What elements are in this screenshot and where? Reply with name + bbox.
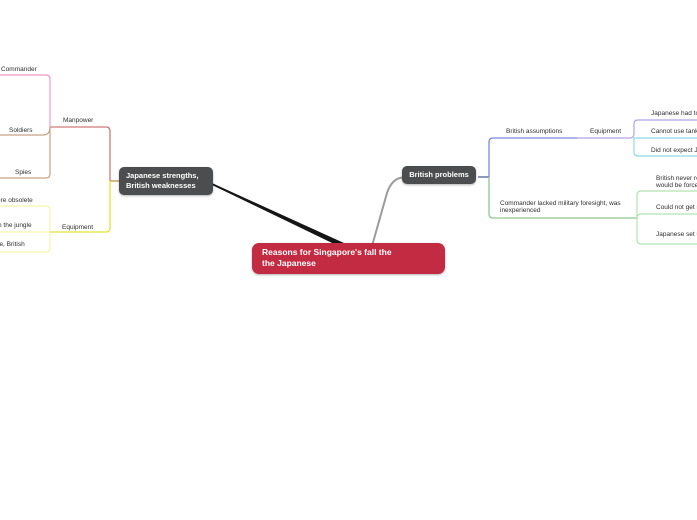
node-central-topic[interactable]: Reasons for Singapore's fall the the Jap… — [252, 243, 445, 275]
edge-equipment-left — [50, 181, 111, 233]
label-japanese-set-up[interactable]: Japanese set u — [656, 231, 697, 238]
edge-center-to-right-node — [371, 176, 404, 247]
edge-japanese-set — [636, 218, 697, 245]
label-commander-lacked[interactable]: Commander lacked military foresight, was… — [500, 200, 621, 215]
node-japanese-strengths-british-weaknesses[interactable]: Japanese strengths, British weaknesses — [119, 167, 213, 195]
edge-british-never — [636, 190, 697, 218]
edge-spies — [0, 127, 51, 179]
label-equipment-left[interactable]: Equipment — [62, 224, 94, 231]
edge-obsolete — [0, 205, 51, 232]
edge-could-not — [636, 213, 697, 219]
label-obsolete-fragment[interactable]: ere obsolete — [0, 197, 33, 204]
edge-equipment-right — [577, 119, 697, 139]
edge-commander-lacked — [488, 177, 637, 219]
label-british-assumptions[interactable]: British assumptions — [506, 128, 563, 135]
label-equipment-right[interactable]: Equipment — [590, 128, 622, 135]
label-manpower[interactable]: Manpower — [63, 117, 94, 124]
node-british-problems[interactable]: British problems — [402, 166, 476, 184]
label-jungle-fragment[interactable]: n the jungle — [0, 222, 32, 229]
label-spies[interactable]: Spies — [15, 169, 32, 176]
edge-did-not-expect — [633, 138, 697, 157]
label-did-not-expect[interactable]: Did not expect Ja — [651, 147, 697, 154]
label-commander[interactable]: Commander — [1, 66, 37, 73]
edge-center-to-left-node — [212, 183, 352, 253]
label-cannot-use-tanks[interactable]: Cannot use tanks — [651, 128, 697, 135]
label-soldiers[interactable]: Soldiers — [9, 127, 33, 134]
label-could-not-get[interactable]: Could not get r — [656, 204, 697, 211]
edge-commander — [0, 74, 51, 127]
label-japanese-had-too[interactable]: Japanese had too — [651, 110, 697, 117]
label-british-never-realised[interactable]: British never re would be force — [656, 175, 697, 190]
edge-assumptions — [488, 137, 577, 177]
edge-british-fragment — [0, 232, 51, 253]
label-british-fragment[interactable]: le, British — [0, 241, 25, 248]
edge-manpower — [50, 126, 111, 181]
